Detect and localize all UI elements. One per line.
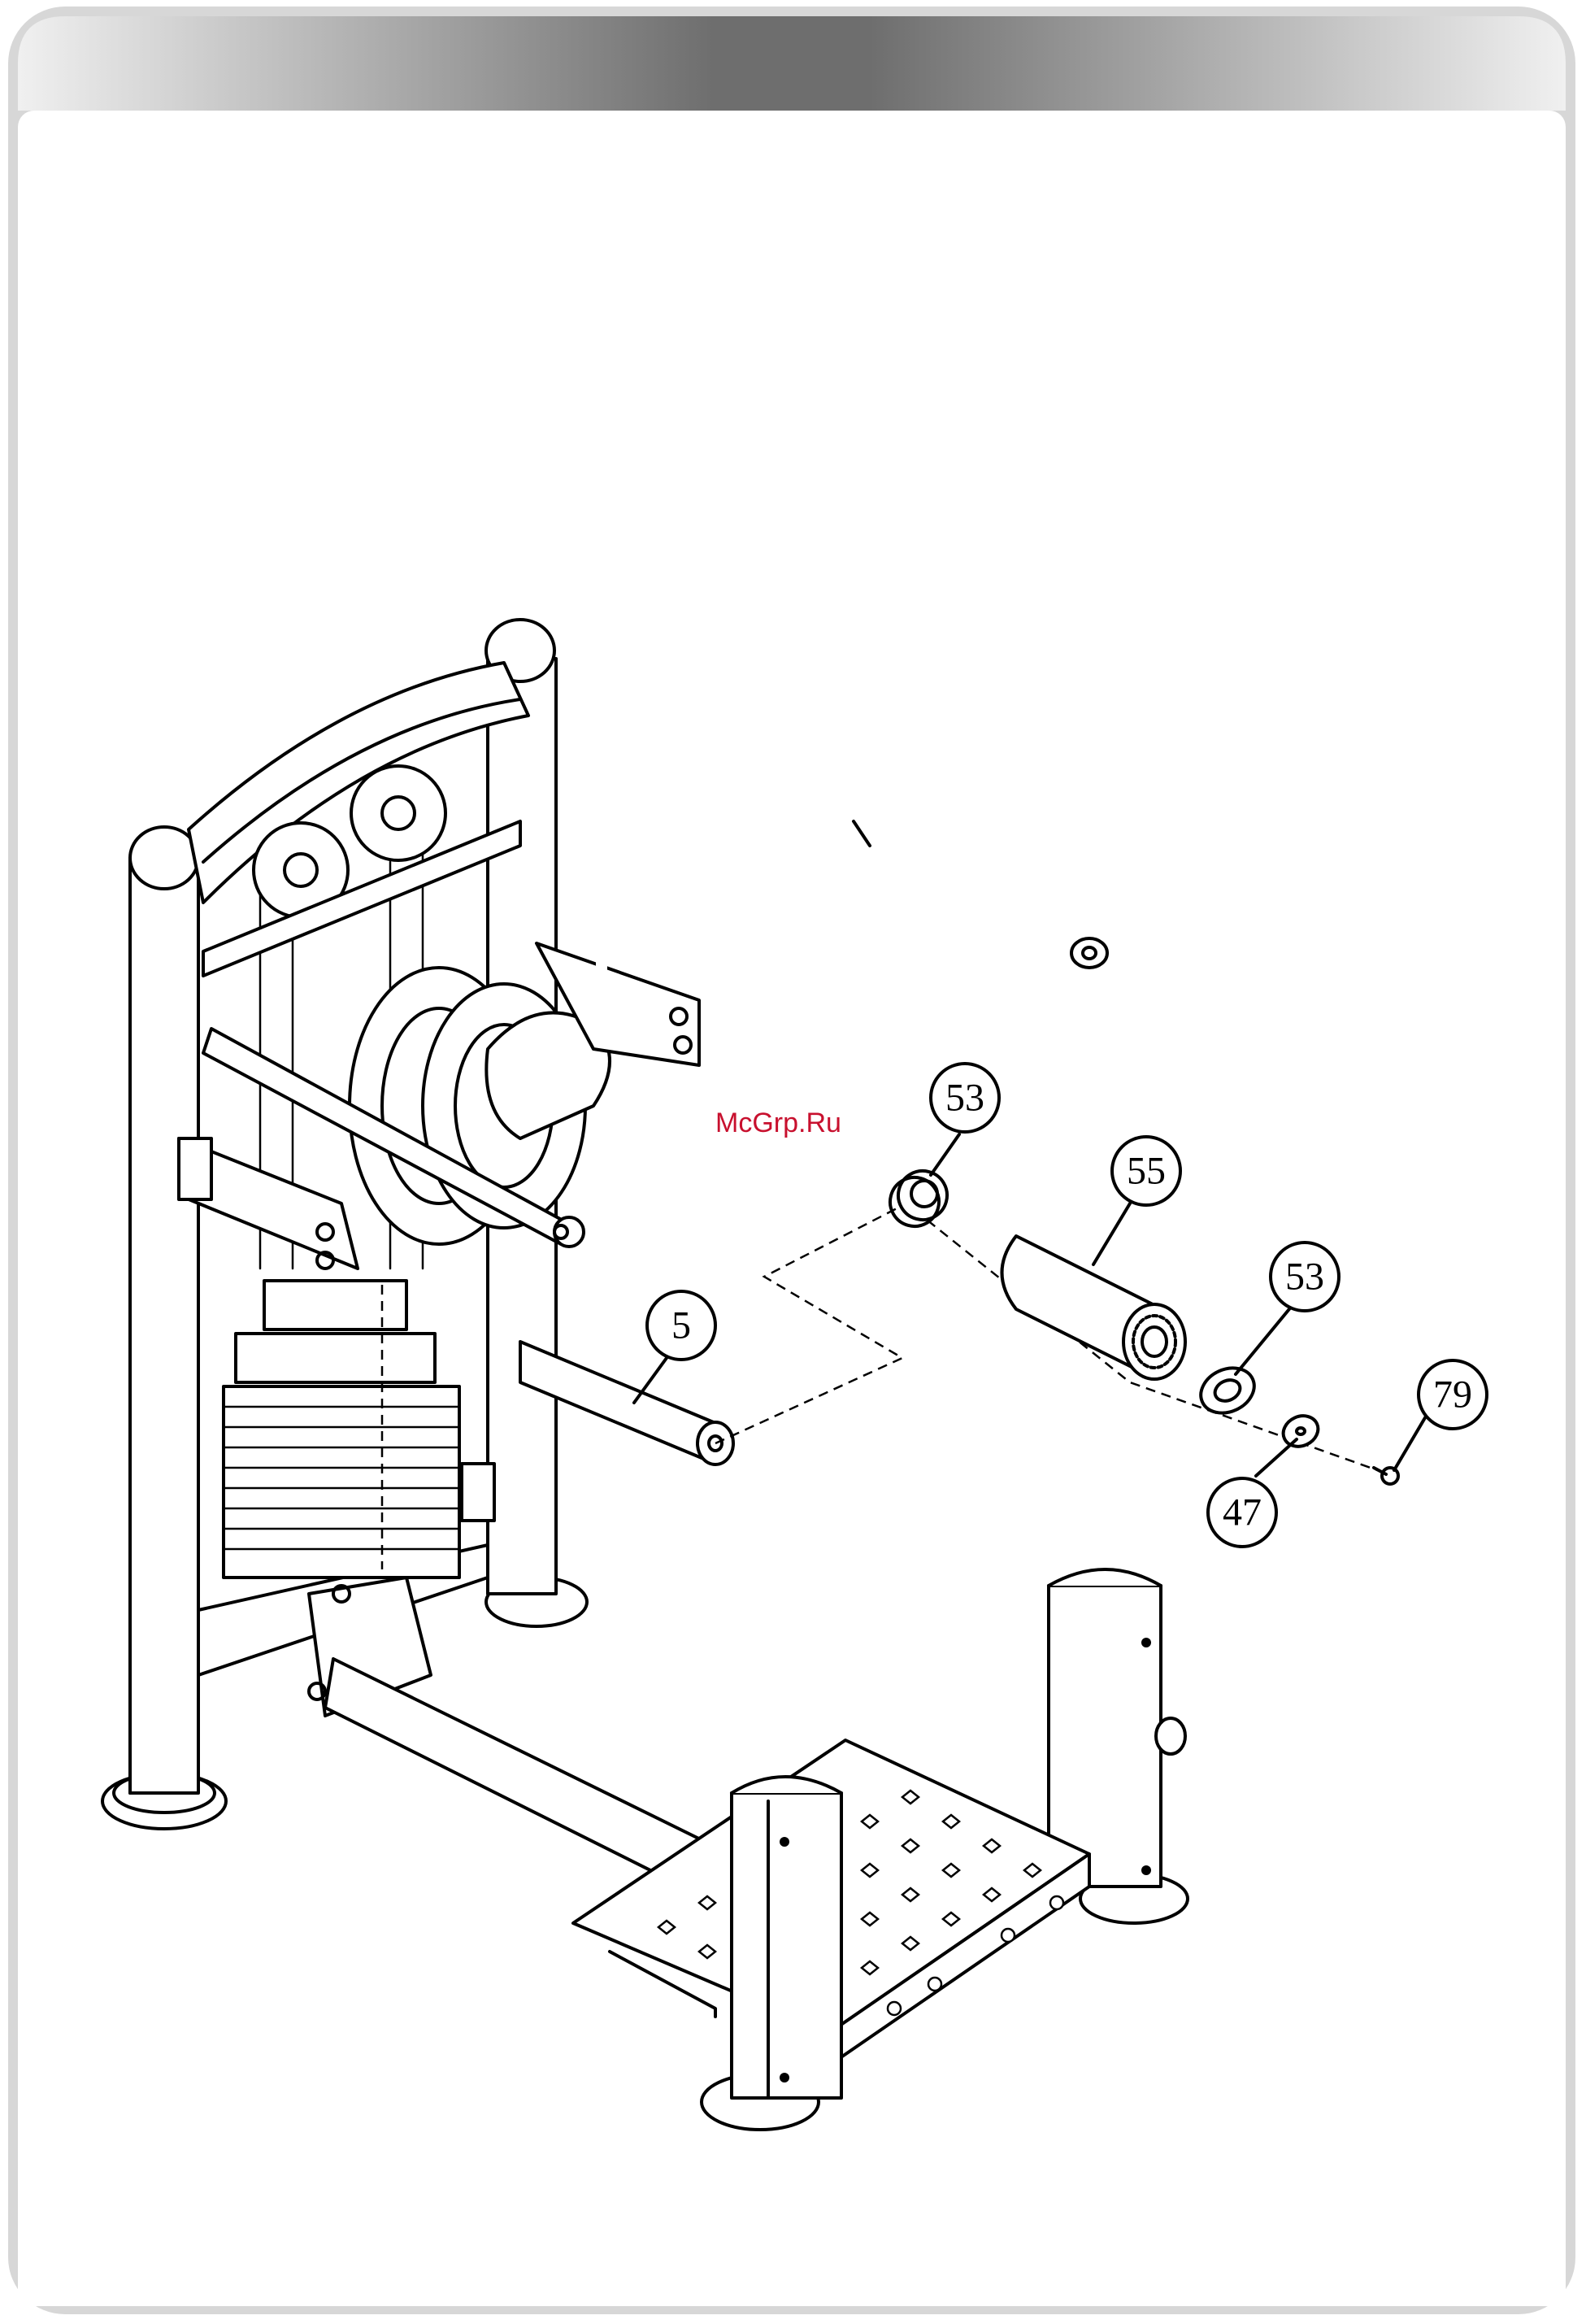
callout-label-5: 5 xyxy=(671,1304,691,1347)
watermark-text: McGrp.Ru xyxy=(715,1108,841,1138)
callout-label-55: 55 xyxy=(1127,1150,1166,1193)
callout-label-79: 79 xyxy=(1433,1373,1472,1417)
callout-label-53-bottom: 53 xyxy=(1285,1256,1324,1299)
callout-label-53-top: 53 xyxy=(945,1077,984,1120)
header-band xyxy=(18,16,1566,111)
callout-label-47: 47 xyxy=(1223,1491,1262,1534)
